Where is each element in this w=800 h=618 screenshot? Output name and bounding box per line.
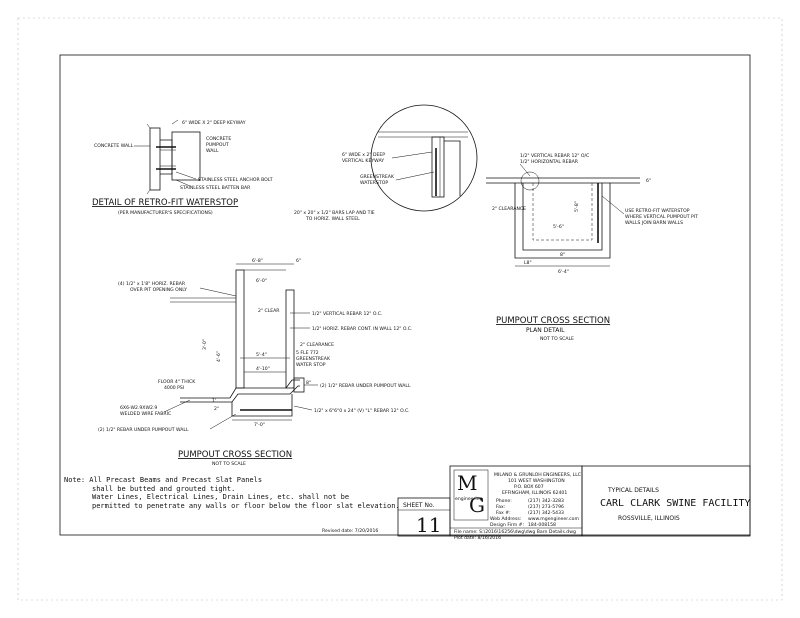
- section-under-rebar-label-2: (2) 1/2" REBAR UNDER PUMPOUT WALL: [98, 427, 189, 433]
- section-floor-label-2: 4000 PSI: [164, 385, 184, 391]
- section-scale: NOT TO SCALE: [212, 461, 246, 467]
- facility-name: CARL CLARK SWINE FACILITY: [600, 498, 751, 509]
- plan-dim-c: 5'-8": [574, 201, 580, 212]
- circle-bars-label-2: TO HORIZ. WALL STEEL: [305, 216, 360, 222]
- section-dim-7-0: 7'-0": [254, 422, 265, 428]
- section-title: PUMPOUT CROSS SECTION: [178, 450, 292, 460]
- circle-greenstreak-label-2: WATERSTOP: [360, 180, 388, 186]
- section-dim-4-10: 4'-10": [256, 366, 270, 372]
- web-label: Web Address:: [490, 516, 522, 522]
- fax2-label: Fax #:: [496, 510, 511, 516]
- plan-retro-label-1: USE RETRO-FIT WATERSTOP: [625, 208, 690, 214]
- pumpout-cross-section: 6'-8" 6'-0" 6" (4) 1/2" x 1'8" HORIZ. RE…: [98, 258, 412, 467]
- plan-dim-a: 6": [646, 178, 651, 184]
- pumpout-wall-label-2: PUMPOUT: [206, 142, 229, 148]
- circle-keyway-label-1: 6" WIDE x 2" DEEP: [342, 152, 385, 158]
- section-vert-rebar-label: 1/2" VERTICAL REBAR 12" O.C.: [312, 311, 382, 317]
- sheet-label: SHEET No.: [403, 502, 435, 509]
- plan-horiz-rebar-label: 1/2" HORIZONTAL REBAR: [520, 159, 579, 165]
- design-label: Design Firm #:: [490, 522, 524, 528]
- section-l-rebar-label: 1/2" x 6"6"0 x 24" (V) "L" REBAR 12" O.C…: [314, 408, 410, 414]
- pumpout-wall-label-3: WALL: [206, 148, 219, 154]
- waterstop-subtitle: (PER MANUFACTURER'S SPECIFICATIONS): [118, 210, 213, 216]
- title-block: SHEET No. 11 M G engineering MILANO & GR…: [397, 465, 751, 541]
- facility-location: ROSSVILLE, ILLINOIS: [618, 515, 680, 522]
- section-greenstreak-label-1: 5 FLE 772: [296, 350, 319, 356]
- plan-retro-label-3: WALLS JOIN BARN WALLS: [625, 220, 683, 226]
- plan-title: PUMPOUT CROSS SECTION: [496, 316, 610, 326]
- logo-engineering: engineering: [455, 496, 483, 502]
- section-dim-top: 6'-8": [252, 258, 263, 264]
- section-horiz-rebar-label-1: (4) 1/2" x 1'8" HORIZ. REBAR: [118, 281, 186, 287]
- section-under-rebar-label: (2) 1/2" REBAR UNDER PUMPOUT WALL: [320, 383, 411, 389]
- section-dim-5-4: 5'-4": [256, 352, 267, 358]
- section-welded-label-2: WELDED WIRE FABRIC: [120, 411, 171, 417]
- firm-city: EFFINGHAM, ILLINOIS 62401: [502, 490, 567, 496]
- section-floor-label-1: FLOOR 4" THICK: [158, 379, 196, 385]
- concrete-wall-label: CONCRETE WALL: [94, 143, 134, 149]
- file-name: File name: S:\2016\16256\dwg\dwg Barn De…: [454, 529, 576, 535]
- circle-keyway-label-2: VERTICAL KEYWAY: [342, 158, 384, 164]
- design-value: 184-008158: [528, 522, 556, 528]
- general-note: Note: All Precast Beams and Precast Slat…: [64, 476, 400, 534]
- waterstop-title: DETAIL OF RETRO-FIT WATERSTOP: [92, 198, 238, 208]
- pumpout-wall-label-1: CONCRETE: [206, 136, 231, 142]
- section-greenstreak-label-2: GREENSTREAK: [296, 356, 331, 362]
- batten-bar-label: STAINLESS STEEL BATTEN BAR: [180, 185, 251, 191]
- section-clear-2: 2" CLEAR: [258, 308, 280, 314]
- plan-scale: NOT TO SCALE: [540, 336, 574, 342]
- plot-date: Plot date: 8/16/2016: [454, 535, 501, 541]
- firm-name: MILANO & GRUNLOH ENGINEERS, LLC: [494, 472, 581, 478]
- firm-street: 101 WEST WASHINGTON: [508, 478, 565, 484]
- section-dim-2: 2": [214, 406, 219, 412]
- note-line-3: Water Lines, Electrical Lines, Drain Lin…: [92, 493, 349, 501]
- plan-detail: 1/2" VERTICAL REBAR 12" O/C 1/2" HORIZON…: [486, 153, 698, 342]
- section-dim-6: 6": [296, 258, 301, 264]
- sheet-number: 11: [416, 513, 441, 537]
- section-welded-label-1: 6X6-W2.9XW2.9: [120, 405, 157, 411]
- plan-dim-e: 6'-4": [558, 269, 569, 275]
- anchor-bolt-label: STAINLESS STEEL ANCHOR BOLT: [198, 177, 273, 183]
- section-dim-3-0: 3'-0": [202, 339, 208, 350]
- section-clearance-label: 2" CLEARANCE: [300, 342, 334, 348]
- sheet-border: [17, 17, 783, 601]
- note-line-4: permitted to penetrate any walls or floo…: [92, 502, 400, 510]
- keyway-enlargement: 6" WIDE x 2" DEEP VERTICAL KEYWAY GREENS…: [294, 104, 478, 222]
- drawing-frame: [59, 54, 751, 536]
- note-line-1: Note: All Precast Beams and Precast Slat…: [64, 476, 262, 484]
- section-dim-1: 1': [212, 398, 216, 404]
- section-dim-8: 8": [306, 380, 311, 386]
- plan-dim-b: 5'-6": [553, 224, 564, 230]
- plan-clearance-label: 2" CLEARANCE: [492, 206, 526, 212]
- section-dim-top2: 6'-0": [256, 278, 267, 284]
- waterstop-detail: 6" WIDE X 2" DEEP KEYWAY CONCRETE WALL C…: [92, 119, 273, 216]
- logo-m: M: [457, 471, 477, 495]
- fax2-value: (217) 342-5433: [528, 510, 564, 516]
- section-horiz-cont-label: 1/2" HORIZ. REBAR CONT. IN WALL 12" O.C.: [312, 326, 412, 332]
- plan-subtitle: PLAN DETAIL: [526, 327, 565, 334]
- revised-date: Revised date: 7/20/2016: [322, 528, 378, 534]
- phone-label: Phone:: [496, 498, 512, 504]
- fax-value: (217) 273-5796: [528, 504, 564, 510]
- circle-bars-label-1: 20" x 20" x 1/2" BARS LAP AND TIE: [294, 210, 375, 216]
- plan-vert-rebar-label: 1/2" VERTICAL REBAR 12" O/C: [520, 153, 589, 159]
- keyway-label: 6" WIDE X 2" DEEP KEYWAY: [182, 120, 246, 126]
- typical-details: TYPICAL DETAILS: [607, 487, 659, 494]
- section-greenstreak-label-3: WATER STOP: [296, 362, 326, 368]
- firm-pobox: P.O. BOX 607: [514, 484, 544, 490]
- plan-retro-label-2: WHERE VERTICAL PUMPOUT PIT: [625, 214, 698, 220]
- logo-g: G: [469, 493, 485, 517]
- fax-label: Fax:: [496, 504, 506, 510]
- web-value: www.mgengineer.com: [528, 516, 579, 522]
- phone-value: (217) 342-3283: [528, 498, 564, 504]
- section-dim-4-6: 4'-6": [216, 351, 222, 362]
- section-horiz-rebar-label-2: OVER PIT OPENING ONLY: [130, 287, 187, 293]
- note-line-2: shall be butted and grouted tight.: [92, 485, 235, 493]
- circle-greenstreak-label-1: GREENSTREAK: [360, 174, 395, 180]
- plan-dim-d: 8": [560, 252, 565, 258]
- plan-dim-f: L8": [524, 260, 532, 266]
